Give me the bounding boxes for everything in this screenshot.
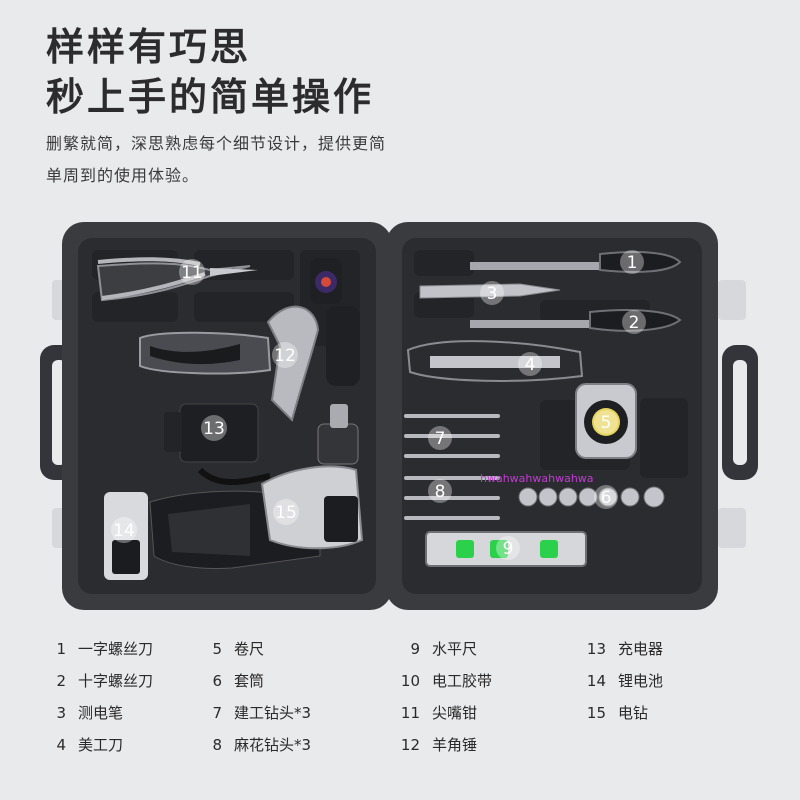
marker-5: 5: [594, 410, 618, 434]
svg-text:14: 14: [113, 521, 135, 541]
legend-num: 2: [56, 672, 66, 690]
marker-13: 13: [201, 415, 227, 441]
svg-text:4: 4: [525, 355, 536, 375]
legend-num: 11: [400, 704, 420, 722]
svg-text:2: 2: [629, 313, 640, 333]
legend-item-5: 5 卷尺: [200, 638, 264, 659]
legend-item-6: 6 套筒: [200, 670, 264, 691]
description: 删繁就简，深思熟虑每个细节设计，提供更简 单周到的使用体验。: [46, 128, 386, 192]
legend-label: 麻花钻头*3: [234, 736, 312, 754]
marker-8: 8: [428, 479, 452, 503]
legend-label: 十字螺丝刀: [78, 672, 154, 690]
description-line-1: 删繁就简，深思熟虑每个细节设计，提供更简: [46, 134, 387, 153]
legend-item-12: 12 羊角锤: [398, 734, 477, 755]
legend-label: 尖嘴钳: [432, 704, 478, 722]
marker-2: 2: [622, 310, 646, 334]
legend-item-15: 15 电钻: [584, 702, 648, 723]
legend-item-8: 8 麻花钻头*3: [200, 734, 311, 755]
marker-15: 15: [273, 499, 299, 525]
svg-text:15: 15: [275, 503, 297, 523]
legend-num: 14: [586, 672, 606, 690]
svg-text:6: 6: [601, 488, 612, 508]
marker-11: 11: [179, 259, 205, 285]
legend-label: 电钻: [618, 704, 649, 722]
legend-num: 8: [212, 736, 222, 754]
svg-text:5: 5: [601, 413, 612, 433]
legend-label: 充电器: [618, 640, 664, 658]
legend-num: 13: [586, 640, 606, 658]
legend-label: 卷尺: [234, 640, 265, 658]
legend-num: 1: [56, 640, 66, 658]
legend-label: 羊角锤: [432, 736, 478, 754]
marker-12: 12: [272, 342, 298, 368]
legend-label: 美工刀: [78, 736, 124, 754]
svg-text:9: 9: [503, 539, 514, 559]
legend-item-4: 4 美工刀: [44, 734, 123, 755]
toolbox-image: hwahwahwahwahwa 1 2 3 4 5 6 7: [40, 222, 758, 610]
legend-num: 9: [410, 640, 420, 658]
marker-6: 6: [594, 485, 618, 509]
headline-line-1: 样样有巧思: [46, 25, 252, 69]
svg-text:3: 3: [487, 284, 498, 304]
marker-9: 9: [496, 536, 520, 560]
legend-item-13: 13 充电器: [584, 638, 663, 659]
marker-14: 14: [111, 517, 137, 543]
svg-text:7: 7: [435, 429, 446, 449]
headline-line-2: 秒上手的简单操作: [46, 75, 375, 119]
legend-label: 建工钻头*3: [234, 704, 312, 722]
legend-item-11: 11 尖嘴钳: [398, 702, 477, 723]
legend-label: 套筒: [234, 672, 265, 690]
legend-label: 水平尺: [432, 640, 478, 658]
marker-4: 4: [518, 352, 542, 376]
legend-num: 15: [586, 704, 606, 722]
legend-num: 4: [56, 736, 66, 754]
svg-text:12: 12: [274, 346, 296, 366]
legend-num: 10: [400, 672, 420, 690]
svg-text:1: 1: [627, 253, 638, 273]
legend-num: 7: [212, 704, 222, 722]
legend-item-14: 14 锂电池: [584, 670, 663, 691]
legend-num: 12: [400, 736, 420, 754]
marker-3: 3: [480, 281, 504, 305]
legend-item-10: 10 电工胶带: [398, 670, 492, 691]
description-line-2: 单周到的使用体验。: [46, 166, 200, 185]
headline: 样样有巧思 秒上手的简单操作: [46, 22, 374, 122]
legend-num: 6: [212, 672, 222, 690]
legend-item-1: 1 一字螺丝刀: [44, 638, 153, 659]
marker-7: 7: [428, 426, 452, 450]
legend-num: 5: [212, 640, 222, 658]
legend-label: 电工胶带: [432, 672, 493, 690]
legend-label: 一字螺丝刀: [78, 640, 154, 658]
legend-num: 3: [56, 704, 66, 722]
svg-text:11: 11: [181, 263, 203, 283]
marker-1: 1: [620, 250, 644, 274]
legend-label: 锂电池: [618, 672, 664, 690]
legend-item-3: 3 测电笔: [44, 702, 123, 723]
svg-text:8: 8: [435, 482, 446, 502]
watermark: hwahwahwahwahwa: [480, 472, 594, 485]
legend-item-2: 2 十字螺丝刀: [44, 670, 153, 691]
legend-item-9: 9 水平尺: [398, 638, 477, 659]
svg-text:13: 13: [203, 419, 225, 439]
legend-label: 测电笔: [78, 704, 124, 722]
legend-item-7: 7 建工钻头*3: [200, 702, 311, 723]
